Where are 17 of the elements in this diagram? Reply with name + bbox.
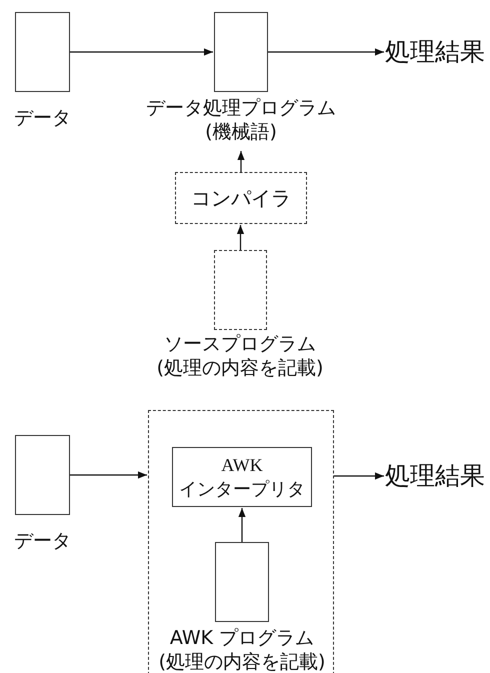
arrow bbox=[334, 472, 384, 480]
arrow bbox=[70, 48, 213, 56]
caption-text: AWK プログラム (処理の内容を記載) bbox=[158, 626, 326, 673]
result-text: 処理結果 bbox=[385, 36, 490, 68]
arrow bbox=[236, 225, 244, 250]
caption-text: データ bbox=[13, 529, 72, 553]
arrow bbox=[238, 508, 246, 542]
arrow bbox=[70, 471, 147, 479]
arrow bbox=[268, 48, 384, 56]
caption-text: データ処理プログラム (機械語) bbox=[145, 96, 337, 144]
process-box: AWK インタープリタ bbox=[172, 447, 312, 507]
caption-text: データ bbox=[13, 106, 72, 130]
process-box: コンパイラ bbox=[175, 172, 307, 224]
caption-text: ソースプログラム (処理の内容を記載) bbox=[156, 332, 324, 380]
arrow bbox=[237, 151, 245, 172]
group-box bbox=[148, 410, 334, 673]
result-text: 処理結果 bbox=[385, 460, 490, 492]
